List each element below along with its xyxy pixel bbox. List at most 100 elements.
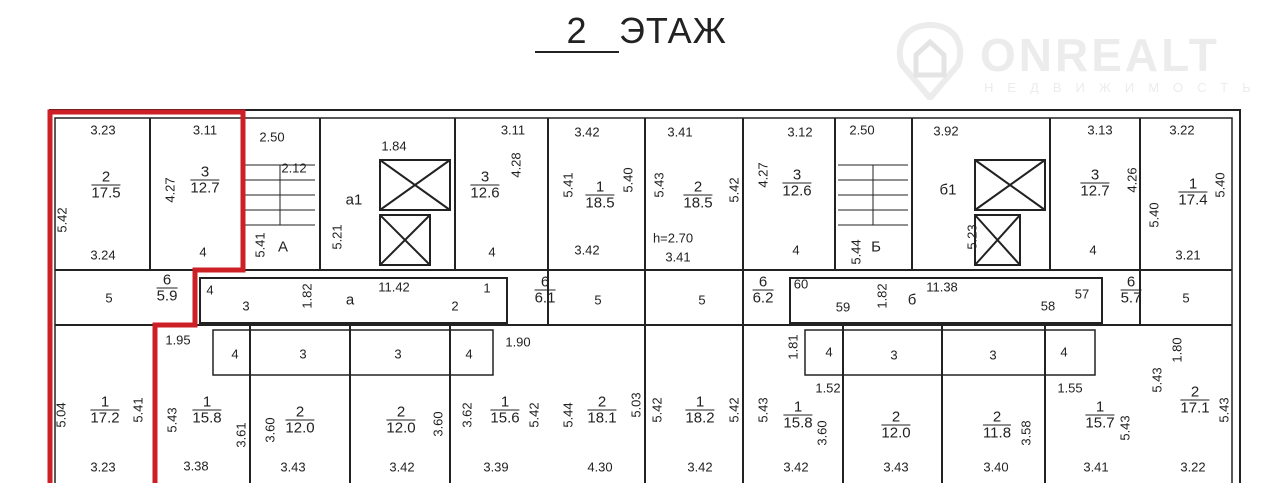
room-count: 1: [90, 395, 120, 411]
dimension-label: 5.43: [1149, 367, 1165, 393]
room-area: 12.7: [190, 179, 220, 197]
room-area: 18.1: [587, 409, 617, 427]
dimension-label: 11.38: [926, 279, 958, 295]
room-count: 2: [683, 180, 713, 196]
dimension-label: 3.42: [389, 459, 415, 475]
room-area: 5.9: [156, 287, 178, 305]
dimension-label: 5.41: [252, 232, 268, 258]
room-area: 12.0: [285, 419, 315, 437]
room-count: 6: [156, 273, 178, 289]
house-pin-icon: [896, 21, 964, 100]
room-count: 6: [534, 275, 556, 291]
dimension-label: 2.50: [849, 122, 875, 138]
dimension-label: 1.95: [165, 332, 191, 348]
dimension-label: 5: [1182, 290, 1190, 306]
room-count: 1: [1085, 400, 1115, 416]
dimension-label: 3.11: [192, 122, 218, 138]
dimension-label: 4: [1089, 242, 1097, 258]
dimension-label: 3.42: [687, 459, 713, 475]
room-count: 1: [685, 395, 715, 411]
room-area: 15.8: [192, 409, 222, 427]
room-area: 15.7: [1085, 414, 1115, 432]
dimension-label: 5.42: [54, 207, 70, 233]
dimension-label: 4.28: [508, 152, 524, 178]
dimension-label: 3: [394, 346, 402, 362]
dimension-label: 3.42: [783, 459, 809, 475]
dimension-label: 1: [483, 280, 491, 296]
dimension-label: 1.90: [505, 334, 531, 350]
dimension-label: 57: [1074, 286, 1090, 302]
room-area: 18.5: [585, 194, 615, 212]
dimension-label: 1.82: [299, 283, 315, 309]
dimension-label: 3.92: [933, 123, 959, 139]
dimension-label: 4.27: [162, 177, 178, 203]
room-count: 2: [881, 410, 911, 426]
watermark-subtitle: НЕДВИЖИМОСТЬ: [984, 80, 1265, 95]
room-area: 17.5: [91, 184, 121, 202]
dimension-label: 5.23: [964, 224, 980, 250]
section-label: б1: [939, 181, 957, 199]
dimension-label: 3: [299, 346, 307, 362]
section-label: а: [345, 291, 355, 309]
dimension-label: 3.60: [262, 417, 278, 443]
room-area: 12.7: [1080, 182, 1110, 200]
dimension-label: 3.61: [233, 422, 249, 448]
dimension-label: 3.43: [280, 459, 306, 475]
dimension-label: 3.41: [665, 249, 691, 265]
room-count: 2: [587, 395, 617, 411]
room-area: 17.4: [1178, 191, 1208, 209]
dimension-label: 5.43: [164, 407, 180, 433]
dimension-label: 5.40: [620, 167, 636, 193]
floor-word: ЭТАЖ: [619, 10, 727, 51]
dimension-label: 3.58: [1018, 420, 1034, 446]
room-count: 1: [490, 395, 520, 411]
dimension-label: 3.22: [1169, 122, 1195, 138]
room-count: 1: [585, 180, 615, 196]
room-area: 12.6: [470, 184, 500, 202]
dimension-label: 3.38: [183, 458, 209, 474]
dimension-label: 3.41: [1083, 459, 1109, 475]
room-area: 15.8: [783, 414, 813, 432]
section-label: a1: [345, 191, 363, 209]
dimension-label: 4: [465, 346, 473, 362]
dimension-label: 4: [206, 282, 214, 298]
dimension-label: 5.44: [560, 402, 576, 428]
dimension-label: 1.55: [1057, 380, 1083, 396]
apartment-highlight-outline: [47, 109, 246, 483]
dimension-label: 4: [199, 244, 207, 260]
dimension-label: 3.60: [814, 420, 830, 446]
dimension-label: 3: [989, 347, 997, 363]
room-area: 12.0: [386, 419, 416, 437]
room-count: 1: [783, 400, 813, 416]
dimension-label: 5.44: [848, 239, 864, 265]
dimension-label: 5.43: [1216, 397, 1232, 423]
dimension-label: 3.11: [500, 122, 526, 138]
dimension-label: 5.43: [755, 397, 771, 423]
room-area: 17.1: [1180, 399, 1210, 417]
dimension-label: 5.03: [628, 392, 644, 418]
dimension-label: 3.13: [1087, 122, 1113, 138]
dimension-label: 3.12: [787, 124, 813, 140]
dimension-label: 1.80: [1169, 337, 1185, 363]
dimension-label: 5.42: [726, 177, 742, 203]
dimension-label: 2: [451, 298, 459, 314]
dimension-label: 5.43: [1117, 415, 1133, 441]
room-count: 6: [752, 275, 774, 291]
dimension-label: 3: [890, 347, 898, 363]
dimension-label: 3.23: [90, 459, 116, 475]
room-area: 5.7: [1120, 289, 1142, 307]
room-count: 1: [192, 395, 222, 411]
room-area: 12.6: [782, 182, 812, 200]
